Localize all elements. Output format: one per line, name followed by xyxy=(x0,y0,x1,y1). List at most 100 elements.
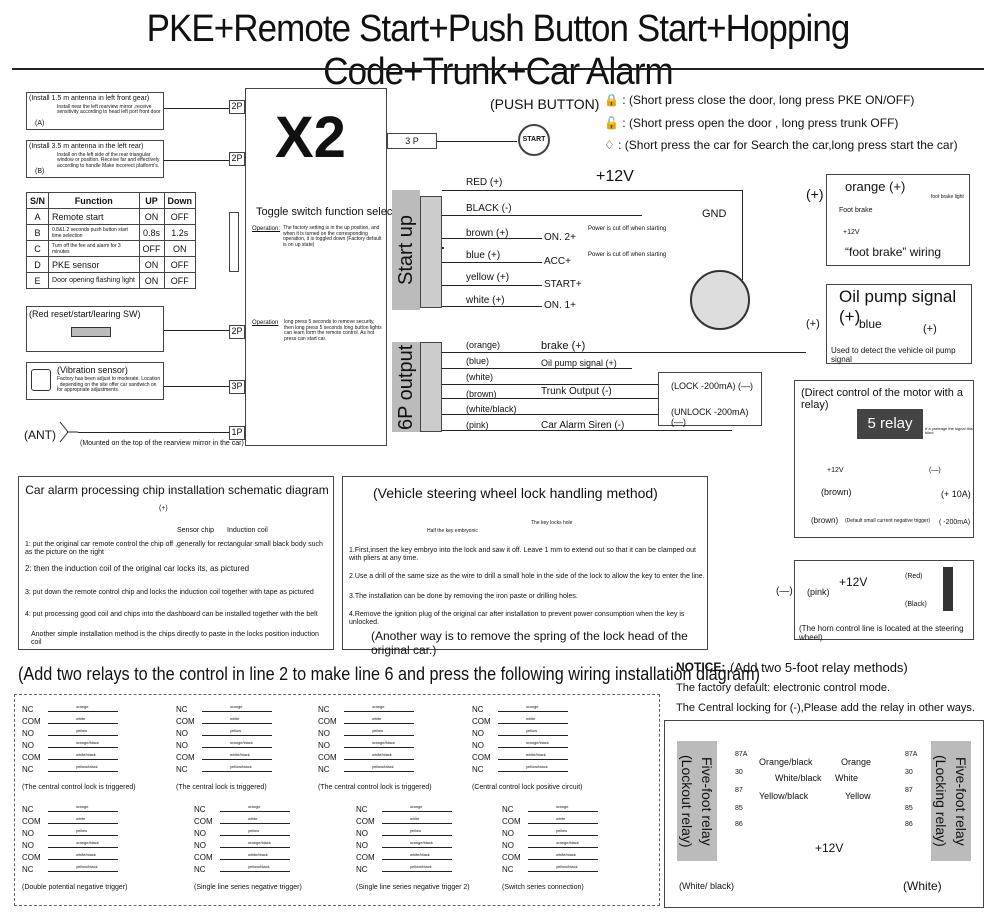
note-cut-2: Power is cut off when starting xyxy=(588,252,667,258)
lwire-0: Orange/black xyxy=(759,757,813,767)
reset-switch-box: (Red reset/start/learing SW) xyxy=(26,306,164,352)
wire-label: yellow xyxy=(230,728,242,733)
legend-row-3: ♢ : (Short press the car for Search the … xyxy=(604,138,958,152)
relays-title: (Add two relays to the control in line 2… xyxy=(18,664,760,684)
relay5-v12: +12V xyxy=(827,467,844,474)
chip-step-1: 1: put the original car remote control t… xyxy=(25,541,323,556)
wire-label: white/black xyxy=(556,852,576,857)
wire-label: yellow xyxy=(248,828,260,833)
dip-switch[interactable] xyxy=(229,212,239,272)
horn-red: (Red) xyxy=(905,573,923,580)
terminal-label: NC xyxy=(194,865,206,874)
antenna-a-body: Install near the left rearview mirror ,r… xyxy=(57,103,161,116)
six-wire-pink: (pink) xyxy=(466,420,489,430)
steer-box: (Vehicle steering wheel lock handling me… xyxy=(342,476,708,657)
wire-label: white/black xyxy=(410,852,430,857)
wire-label: yellow xyxy=(372,728,384,733)
terminal-label: NO xyxy=(318,729,330,738)
wire-yellow: yellow (+) xyxy=(466,272,510,283)
antenna-b-box: (Install 3.5 m antenna in the left rear)… xyxy=(26,140,164,178)
terminal-label: COM xyxy=(356,853,375,862)
terminal-label: NO xyxy=(194,829,206,838)
oil-note: Used to detect the vehicle oil pump sign… xyxy=(831,346,956,364)
toggle-op-label: Operation: xyxy=(252,226,281,232)
horn-black: (Black) xyxy=(905,601,927,608)
six-siren: Car Alarm Siren (-) xyxy=(541,420,625,431)
terminal-label: COM xyxy=(176,753,195,762)
relay-left: Five-foot relay(Lockout relay) xyxy=(677,741,717,861)
wire-label: yellow/black xyxy=(248,864,270,869)
target-on2: ON. 2+ xyxy=(544,232,576,243)
terminal-label: NO xyxy=(472,741,484,750)
relay5-name: 5 relay xyxy=(857,409,923,439)
wire-label: yellow/black xyxy=(410,864,432,869)
wire-label: orange xyxy=(526,704,539,709)
target-start: START+ xyxy=(544,279,582,290)
chip-sensor: Sensor chip xyxy=(177,527,214,534)
horn-minus: (—) xyxy=(776,586,793,597)
pin-30-l: 30 xyxy=(735,769,743,776)
pin-86-r: 86 xyxy=(905,821,913,828)
lwire-1: White/black xyxy=(775,773,822,783)
startup-connector xyxy=(420,196,442,308)
terminal-label: NC xyxy=(22,705,34,714)
relay5-plus10: (+ 10A) xyxy=(941,489,971,499)
rwire-0: Orange xyxy=(841,757,872,767)
wire-brown: brown (+) xyxy=(466,228,509,239)
terminal-label: COM xyxy=(502,853,521,862)
relay5-minus: (—) xyxy=(929,467,941,474)
relay5-brown: (brown) xyxy=(821,487,852,497)
wire-label: orange/black xyxy=(526,740,549,745)
terminal-label: NO xyxy=(176,729,188,738)
notice-title: (Add two 5-foot relay methods) xyxy=(730,660,908,675)
wire-label: orange xyxy=(76,804,89,809)
wire-label: yellow/black xyxy=(76,864,98,869)
terminal-label: COM xyxy=(22,753,41,762)
terminal-label: NC xyxy=(502,805,514,814)
pin-85-r: 85 xyxy=(905,805,913,812)
diagram-caption: (Double potential negative trigger) xyxy=(22,884,128,891)
wire-label: white/black xyxy=(76,752,96,757)
wire-label: white/black xyxy=(526,752,546,757)
steer-foot: (Another way is to remove the spring of … xyxy=(371,629,688,657)
wire-label: white/black xyxy=(372,752,392,757)
diagram-caption: (Single line series negative trigger) xyxy=(194,884,302,891)
wire-label: orange/black xyxy=(76,840,99,845)
antenna-b-tag: (B) xyxy=(35,168,45,175)
antenna-b-body: Install on the left side of the rear tri… xyxy=(57,151,160,169)
x2-module xyxy=(245,88,387,446)
terminal-label: NO xyxy=(22,729,34,738)
relay5-default: (Default small current negative trigger) xyxy=(845,518,931,524)
wire-label: white xyxy=(76,716,86,721)
pin-87-l: 87 xyxy=(735,787,743,794)
six-wire-blue: (blue) xyxy=(466,356,490,366)
chip-step-4: 4: put processing good coil and chips in… xyxy=(25,611,318,618)
terminal-label: NO xyxy=(356,841,368,850)
terminal-label: NO xyxy=(318,741,330,750)
terminal-label: COM xyxy=(176,717,195,726)
foot-wire-label: orange (+) xyxy=(845,179,906,194)
pin-2p-b: 2P xyxy=(229,152,245,166)
lock-output-label: (LOCK -200mA) (—) xyxy=(671,381,754,391)
wire-label: white xyxy=(372,716,382,721)
rwire-2: Yellow xyxy=(845,791,871,801)
terminal-label: NC xyxy=(22,765,34,774)
wire-label: orange/black xyxy=(248,840,271,845)
wire-label: white xyxy=(248,816,258,821)
foot-light-label: foot brake light xyxy=(931,194,964,200)
wire-label: orange/black xyxy=(76,740,99,745)
antenna-a-box: (Install 1.5 m antenna in left front gea… xyxy=(26,92,164,130)
terminal-label: COM xyxy=(356,817,375,826)
wire-label: yellow xyxy=(76,828,88,833)
pin-2p-a: 2P xyxy=(229,100,245,114)
pin-2p-c: 2P xyxy=(229,325,245,339)
foot-brake-box: orange (+) Foot brake foot brake light +… xyxy=(826,174,970,266)
terminal-label: COM xyxy=(472,717,491,726)
wire-label: orange/black xyxy=(410,840,433,845)
